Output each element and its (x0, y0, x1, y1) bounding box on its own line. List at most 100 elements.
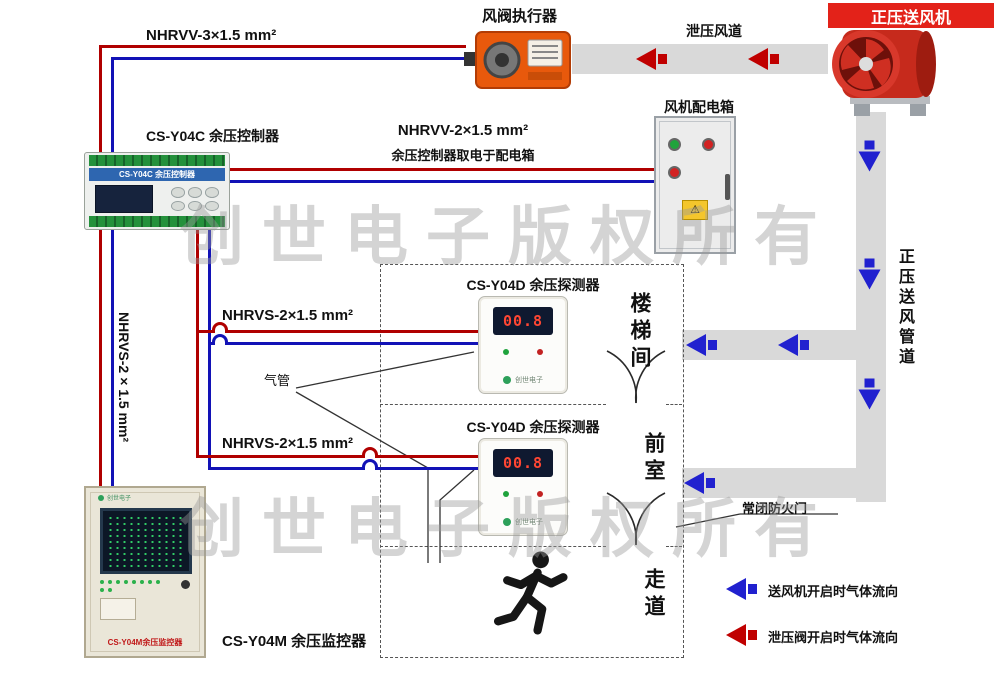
cabinet-slot (100, 598, 136, 620)
cable-label-detector2: NHRVS-2×1.5 mm² (222, 435, 354, 452)
brand-mark: 创世电子 (479, 517, 567, 527)
supply-duct-riser-shape (856, 112, 886, 502)
screen-content (107, 515, 185, 567)
cable-label-riser: NHRVS-2×1.5 mm² (116, 312, 132, 443)
pressure-controller-device: CS-Y04C 余压控制器 (84, 152, 230, 230)
relief-flow-arrow (636, 48, 667, 70)
relief-flow-arrow (748, 48, 779, 70)
controller-buttons (171, 187, 219, 211)
detector1-title: CS-Y04D 余压探测器 (466, 277, 600, 293)
relief-duct-label: 泄压风道 (686, 23, 742, 39)
wire-red (99, 45, 466, 48)
terminal-strip (89, 155, 225, 166)
red-button-icon (668, 166, 681, 179)
supply-flow-arrow (859, 379, 881, 410)
supply-duct-label: 正压送风管道 (896, 248, 913, 368)
zone-divider (666, 404, 682, 405)
zone-divider (380, 546, 606, 547)
door-handle-icon (725, 174, 730, 200)
wire-red (196, 330, 478, 333)
green-led-icon (503, 349, 509, 355)
detector2-title: CS-Y04D 余压探测器 (466, 419, 600, 435)
pressure-detector-device-2: 00.8 创世电子 (478, 438, 568, 536)
wire-red (99, 45, 102, 152)
controller-nameplate: CS-Y04C 余压控制器 (89, 168, 225, 181)
keyhole-icon (181, 580, 190, 589)
pressure-monitor-device: 创世电子 CS-Y04M余压监控器 (84, 486, 206, 658)
cable-power-note: 余压控制器取电于配电箱 (391, 148, 535, 163)
wire-blue (228, 180, 654, 183)
button-icon (171, 200, 185, 211)
power-box-door (659, 121, 731, 249)
cabinet-door (90, 492, 200, 652)
brand-text: 创世电子 (515, 377, 543, 384)
actuator-label: 风阀执行器 (482, 8, 558, 25)
green-button-icon (668, 138, 681, 151)
supply-flow-arrow (859, 141, 881, 172)
wire-blue (111, 57, 114, 152)
supply-flow-arrow (778, 334, 809, 356)
wire-red (99, 228, 102, 486)
air-tube-label: 气管 (264, 373, 291, 388)
supply-fan-device (832, 30, 936, 116)
legend-supply-text: 送风机开启时气体流向 (768, 584, 899, 599)
fire-door-icon (606, 492, 666, 546)
wire-jump (212, 334, 228, 345)
running-person-icon (493, 551, 568, 635)
wire-blue (111, 228, 114, 486)
damper-actuator-device (464, 31, 571, 89)
relief-duct-shape (572, 44, 828, 74)
button-icon (205, 187, 219, 198)
zone-divider (666, 546, 682, 547)
wire-blue (208, 467, 478, 470)
red-led-icon (537, 349, 543, 355)
red-led-icon (537, 491, 543, 497)
wire-blue (208, 342, 478, 345)
zone-label-stairwell: 楼梯间 (628, 292, 651, 373)
pressure-value: 00.8 (502, 312, 544, 330)
indicator-leds (100, 580, 160, 592)
detector-leds (479, 491, 567, 497)
cable-label-actuator: NHRVV-3×1.5 mm² (146, 27, 277, 44)
wire-red (196, 455, 478, 458)
brand-logo-icon (503, 376, 511, 384)
cable-label-detector1: NHRVS-2×1.5 mm² (222, 307, 354, 324)
monitor-nameplate: CS-Y04M余压监控器 (107, 638, 183, 647)
button-icon (205, 200, 219, 211)
button-icon (188, 187, 202, 198)
brand-mark: 创世电子 (98, 493, 131, 502)
brand-mark: 创世电子 (479, 375, 567, 385)
warning-icon: ⚠ (682, 200, 708, 220)
zone-divider (380, 404, 606, 405)
monitor-label: CS-Y04M 余压监控器 (222, 633, 367, 650)
power-box-label: 风机配电箱 (664, 99, 734, 115)
wire-jump (362, 447, 378, 458)
fire-door-icon (606, 350, 666, 404)
supply-flow-arrow (686, 334, 717, 356)
brand-logo-icon (98, 494, 104, 501)
supply-fan-title: 正压送风机 (828, 3, 994, 28)
legend-supply-arrow-icon (726, 578, 757, 600)
pressure-value: 00.8 (502, 454, 544, 472)
pressure-detector-device-1: 00.8 创世电子 (478, 296, 568, 394)
detector-display: 00.8 (493, 307, 553, 335)
wire-red (228, 168, 654, 171)
fire-door-label: 常闭防火门 (742, 501, 808, 516)
wire-blue (111, 57, 466, 60)
controller-label: CS-Y04C 余压控制器 (146, 128, 280, 144)
zone-label-corridor: 走道 (642, 568, 665, 622)
red-button-icon (702, 138, 715, 151)
green-led-icon (503, 491, 509, 497)
button-icon (188, 200, 202, 211)
fan-power-box-device: ⚠ (654, 116, 736, 254)
detector-display: 00.8 (493, 449, 553, 477)
brand-text: 创世电子 (107, 496, 132, 502)
brand-logo-icon (503, 518, 511, 526)
wire-jump (362, 459, 378, 470)
legend-relief-text: 泄压阀开启时气体流向 (768, 630, 899, 645)
wire-red (196, 228, 199, 455)
cable-label-power: NHRVV-2×1.5 mm² (397, 122, 529, 139)
supply-flow-arrow (684, 472, 715, 494)
wire-jump (212, 322, 228, 333)
